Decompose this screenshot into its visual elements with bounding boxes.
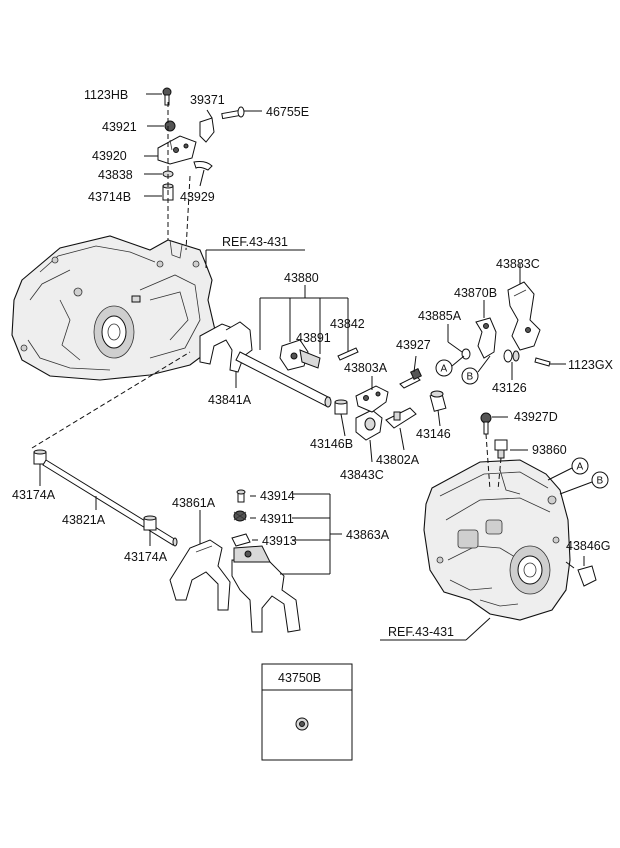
bushing-43146-icon <box>429 390 447 427</box>
label-43714b: 43714B <box>88 190 131 204</box>
switch-93860-icon <box>494 439 528 459</box>
label-43174a-bottom: 43174A <box>124 550 168 564</box>
clip-39371-icon <box>199 109 215 143</box>
label-43841a: 43841A <box>208 393 252 407</box>
label-43921: 43921 <box>102 120 137 134</box>
label-43870b: 43870B <box>454 286 497 300</box>
circle-a-left <box>435 359 453 377</box>
spring-43911-icon <box>233 510 256 522</box>
shift-rail-43821a-icon <box>42 459 178 547</box>
pin-43842-icon <box>337 344 359 361</box>
shift-fork-43863a-icon <box>231 545 301 633</box>
label-46755e: 46755E <box>266 105 309 119</box>
bracket-43920-icon <box>144 135 197 165</box>
bolt-43927d-icon <box>480 412 508 435</box>
shift-fork-43861a-icon <box>169 510 231 611</box>
label-43927d: 43927D <box>514 410 558 424</box>
label-43863a: 43863A <box>346 528 390 542</box>
pin-43914-icon <box>236 489 256 503</box>
clip-43929-icon <box>193 161 213 187</box>
lever-43802a-icon <box>385 407 417 451</box>
bolt-1123hb-icon <box>146 87 172 106</box>
label-43885a: 43885A <box>418 309 462 323</box>
label-43929: 43929 <box>180 190 215 204</box>
shift-rail-icon <box>235 351 332 408</box>
label-43126: 43126 <box>492 381 527 395</box>
label-43913: 43913 <box>262 534 297 548</box>
label-43146: 43146 <box>416 427 451 441</box>
leader-43863a <box>280 493 342 575</box>
label-43802a: 43802A <box>376 453 420 467</box>
nut-43921-icon <box>147 120 176 132</box>
label-43821a: 43821A <box>62 513 106 527</box>
label-43861a: 43861A <box>172 496 216 510</box>
label-93860: 93860 <box>532 443 567 457</box>
transmission-case <box>423 459 571 621</box>
label-43842: 43842 <box>330 317 365 331</box>
circle-b-right-letter: B <box>597 476 604 487</box>
label-43803a: 43803A <box>344 361 388 375</box>
label-ref-top: REF.43-431 <box>222 235 288 249</box>
label-43927: 43927 <box>396 338 431 352</box>
label-1123gx: 1123GX <box>568 358 614 372</box>
box-43750b <box>261 663 353 761</box>
bushing-43174a-bottom-icon <box>143 515 157 546</box>
washer-43126-icon <box>503 349 520 380</box>
washer-43838-icon <box>144 170 174 178</box>
label-43750b: 43750B <box>278 671 321 685</box>
washer-43885a-icon <box>447 324 471 360</box>
circle-a-left-letter: A <box>441 364 448 375</box>
label-43920: 43920 <box>92 149 127 163</box>
circle-b-left-letter: B <box>467 372 474 383</box>
pin-46755e-icon <box>221 106 262 120</box>
label-43846g: 43846G <box>566 539 610 553</box>
label-43174a-top: 43174A <box>12 488 56 502</box>
bushing-43714b-icon <box>144 183 174 201</box>
shift-lug-43891-icon <box>279 339 321 371</box>
circle-b-right <box>591 471 609 489</box>
shift-fork-43841a-icon <box>199 321 253 388</box>
label-43911: 43911 <box>260 512 294 526</box>
bolt-1123gx-icon <box>534 357 566 367</box>
lever-43803a-icon <box>355 376 389 413</box>
plug-43846g-icon <box>565 556 597 587</box>
lever-43870b-icon <box>475 300 497 359</box>
bushing-43174a-top-icon <box>33 449 47 486</box>
label-43914: 43914 <box>260 489 295 503</box>
circle-a-right-letter: A <box>577 462 584 473</box>
bracket-43883c-icon <box>507 264 541 351</box>
label-43146b: 43146B <box>310 437 353 451</box>
label-ref-bottom: REF.43-431 <box>388 625 454 639</box>
circle-b-left <box>461 367 479 385</box>
label-43883c: 43883C <box>496 257 540 271</box>
bolt-43927-icon <box>399 355 422 389</box>
label-43891: 43891 <box>296 331 331 345</box>
clip-43913-icon <box>231 533 258 547</box>
circle-a-right <box>571 457 589 475</box>
label-39371: 39371 <box>190 93 225 107</box>
label-1123hb: 1123HB <box>84 88 128 102</box>
bushing-43146b-icon <box>334 399 348 437</box>
label-43880: 43880 <box>284 271 319 285</box>
label-43838: 43838 <box>98 168 133 182</box>
clutch-housing <box>11 235 216 381</box>
leader-43880 <box>259 285 349 354</box>
label-43843c: 43843C <box>340 468 384 482</box>
